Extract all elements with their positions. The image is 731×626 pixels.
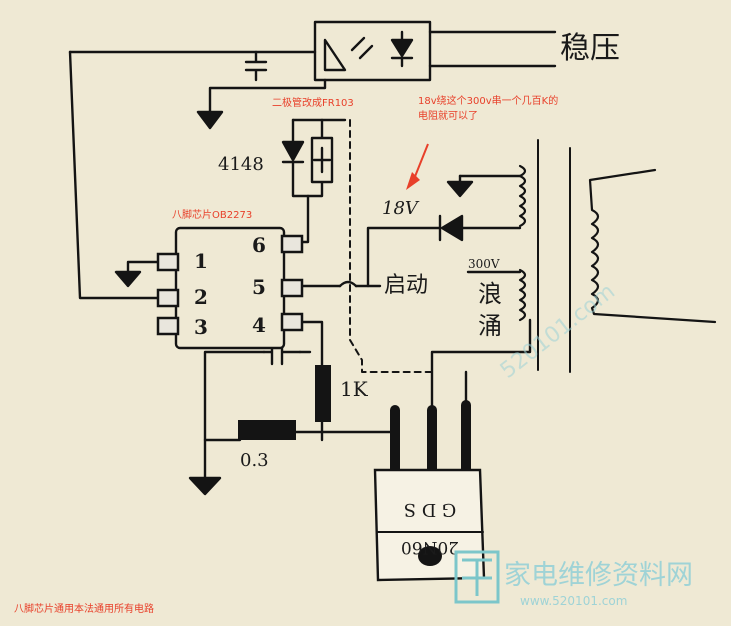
pin-pad-4 [280, 312, 304, 332]
chip-ob2273 [156, 226, 304, 350]
wire-cap-ground [203, 350, 266, 442]
label-0-3: 0.3 [240, 450, 269, 471]
watermark-brand: 家电维修资料网 [504, 560, 693, 591]
pin-pad-5 [280, 278, 304, 298]
pin-pad-2 [156, 288, 180, 308]
wire-left-to-pin2 [68, 50, 162, 300]
top-capacitor [244, 50, 268, 82]
note-arrow-head [406, 172, 420, 190]
chip-pin-6: 6 [252, 233, 266, 257]
wire-drain-coil [430, 318, 532, 407]
chip-pin-1: 1 [194, 249, 208, 273]
wire-pin4 [294, 320, 324, 367]
watermark-logo-mark [462, 558, 492, 596]
coil-upper [518, 164, 527, 228]
chip-pin-4: 4 [252, 313, 266, 337]
wire-18v [366, 226, 442, 288]
coil-secondary [588, 168, 717, 324]
ground-symbol-bottom [188, 476, 222, 496]
label-regulator: 稳压 [560, 31, 620, 66]
label-300v: 300V [468, 257, 500, 271]
ground-symbol-top [196, 110, 224, 130]
resistor-0-3 [238, 420, 296, 440]
label-surge-2: 涌 [478, 312, 502, 340]
label-4148: 4148 [218, 154, 264, 175]
dashed-primary [349, 119, 433, 373]
mosfet-part-number: 20N60 [401, 537, 459, 557]
wire-opto-ground [208, 78, 327, 114]
pin-pad-3 [156, 316, 180, 336]
opto-led [390, 38, 414, 58]
watermark-diagonal-url: 520101.com [496, 279, 620, 384]
mosfet [373, 468, 486, 582]
mosfet-labels: G D S 20N60 [401, 499, 459, 557]
note-bottom: 八脚芯片通用本法通用所有电路 [14, 602, 154, 615]
pin-pad-1 [156, 252, 180, 272]
diode-fr103 [310, 136, 334, 184]
watermark-logo: 家电维修资料网 www.520101.com [454, 550, 693, 608]
resistor-1k [315, 365, 331, 422]
watermark-diagonal: 520101.com [496, 279, 620, 384]
label-18v: 18V [382, 198, 420, 219]
note-top-right-1: 18v绕这个300v串一个几百K的 [418, 94, 558, 107]
opto-light-arrows [350, 36, 374, 60]
note-chip-ob2273: 八脚芯片OB2273 [172, 208, 252, 221]
opto-transistor [323, 38, 347, 72]
diode-4148 [281, 140, 305, 164]
coil-lower [518, 268, 527, 322]
chip-pin-2: 2 [194, 285, 208, 309]
opto-body [313, 20, 432, 82]
dashed-lines [349, 119, 433, 373]
wires [68, 30, 557, 496]
ground-symbol-transformer [446, 180, 474, 198]
bottom-capacitor [262, 338, 302, 366]
pin-pad-6 [280, 234, 304, 254]
label-surge-1: 浪 [478, 280, 502, 308]
chip-pin-5: 5 [252, 275, 266, 299]
optocoupler [313, 20, 432, 82]
label-1k: 1K [340, 377, 369, 401]
wire-crossover [338, 280, 358, 288]
watermark-logo-icon [454, 550, 500, 604]
ground-symbol-pin1 [114, 270, 142, 288]
wire-pin1-ground [126, 260, 162, 274]
mosfet-pin-labels: G D S [404, 499, 457, 520]
chip-body [174, 226, 286, 350]
chip-pin-3: 3 [194, 315, 208, 339]
note-top-right-2: 电阻就可以了 [418, 109, 478, 122]
diode-18v [438, 214, 464, 242]
note-diode-fr103: 二极管改成FR103 [272, 96, 354, 109]
transformer [518, 139, 717, 373]
label-start: 启动 [384, 273, 428, 298]
mosfet-hole [418, 546, 442, 566]
watermark-url: www.520101.com [520, 594, 627, 608]
